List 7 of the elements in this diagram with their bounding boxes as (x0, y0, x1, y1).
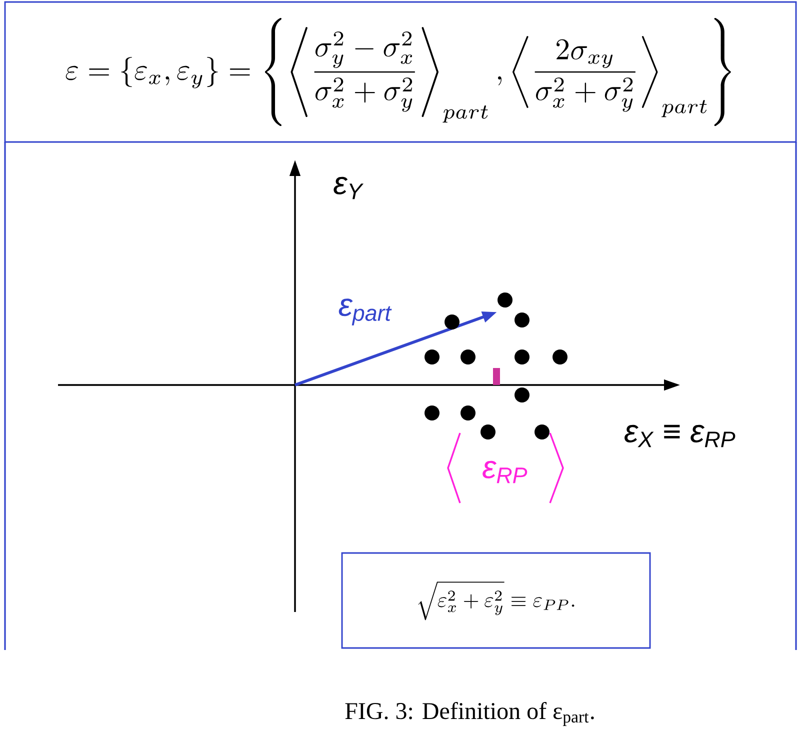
formula-box: $\varepsilon = \{\varepsilon_x, \varepsilon_y\} = \left\{ \left\langle \frac{\sigma_y^2 - \sigma_x^2}{\sigma_x^2 + \sigma_y^2} \right\rangle_{part}, \left\langle \frac{2\sigma_{xy}}{\sigma_x^2 + \sigma_y^2} \right\rangle_{part} \right\}$ (4, 1, 797, 143)
vector-label: ε$_{part}$ (338, 298, 392, 326)
mean-label: ε$_{RP}$ (482, 460, 528, 484)
axis-label: ε$_{X}$ ≡ ε$_{RP}$ (624, 424, 736, 448)
caption: FIG. 3: Definition of ε$_{part}$. (345, 702, 594, 726)
formula-box: $\sqrt{\varepsilon_x^2 + \varepsilon_y^2} \equiv \varepsilon_{PP}.$ (341, 552, 651, 649)
axis-label: ε$_{Y}$ (334, 176, 364, 200)
